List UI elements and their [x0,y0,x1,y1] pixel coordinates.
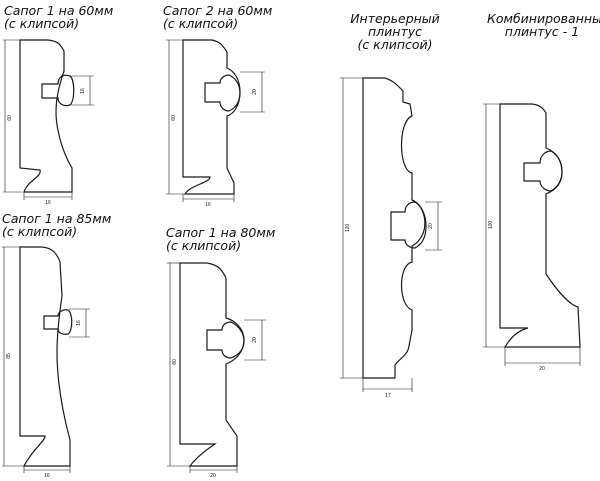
title-line: (с клипсой) [2,224,78,239]
clip-section [523,150,563,192]
height-dim: 60 [7,115,13,121]
title-line: (с клипсой) [357,37,433,52]
title-line: плинтус - 1 [504,24,580,39]
profile-interior: 120 17 20 [340,77,442,399]
width-dim: 20 [539,366,545,372]
title-combined: Комбинированный плинтус - 1 [487,11,600,39]
profile-body [179,262,245,467]
clip-section [43,309,73,335]
clip-section [204,74,241,112]
clip-dim: 16 [76,320,82,326]
title-line: Сапог 1 на 80мм [166,225,276,240]
profile-combined: 100 20 [483,103,581,372]
profile-sapog-1-60: 60 16 16 [3,39,94,206]
width-dim: 20 [210,473,216,479]
width-dim: 16 [205,202,211,208]
height-dim: 60 [171,115,177,121]
height-dim: 85 [6,353,12,359]
title-line: (с клипсой) [166,238,242,253]
profile-body [362,77,426,379]
title-interior: Интерьерный плинтус (с клипсой) [345,12,445,51]
profile-sapog-2-60: 60 16 20 [166,39,265,208]
profile-body [182,39,241,195]
profile-body [499,103,581,348]
height-dim: 80 [172,359,178,365]
clip-dim: 20 [252,337,258,343]
clip-dim: 20 [252,89,258,95]
height-dim: 100 [488,221,494,230]
title-sapog-1-80: Сапог 1 на 80мм (с клипсой) [166,226,275,252]
width-dim: 17 [385,393,391,399]
clip-dim: 20 [428,223,434,229]
title-line: Комбинированный [487,11,600,26]
width-dim: 16 [44,473,50,479]
title-line: Сапог 2 на 60мм [163,3,273,18]
height-dim: 120 [345,224,351,233]
width-dim: 16 [45,200,51,206]
title-sapog-1-85: Сапог 1 на 85мм (с клипсой) [2,212,111,238]
clip-section [206,321,245,359]
title-line: Сапог 1 на 60мм [4,3,114,18]
profile-sapog-1-80: 80 20 20 [167,262,266,479]
title-line: (с клипсой) [4,16,80,31]
title-line: Интерьерный [350,11,440,26]
title-line: Сапог 1 на 85мм [2,211,112,226]
clip-section [41,74,75,107]
profile-body [19,246,71,467]
clip-dim: 16 [80,88,86,94]
title-sapog-2-60: Сапог 2 на 60мм (с клипсой) [163,4,272,30]
title-line: (с клипсой) [163,16,239,31]
title-sapog-1-60: Сапог 1 на 60мм (с клипсой) [4,4,113,30]
profile-sapog-1-85: 85 16 16 [2,246,90,479]
profile-body [19,39,73,193]
clip-section [390,201,427,249]
title-line: плинтус [367,24,422,39]
